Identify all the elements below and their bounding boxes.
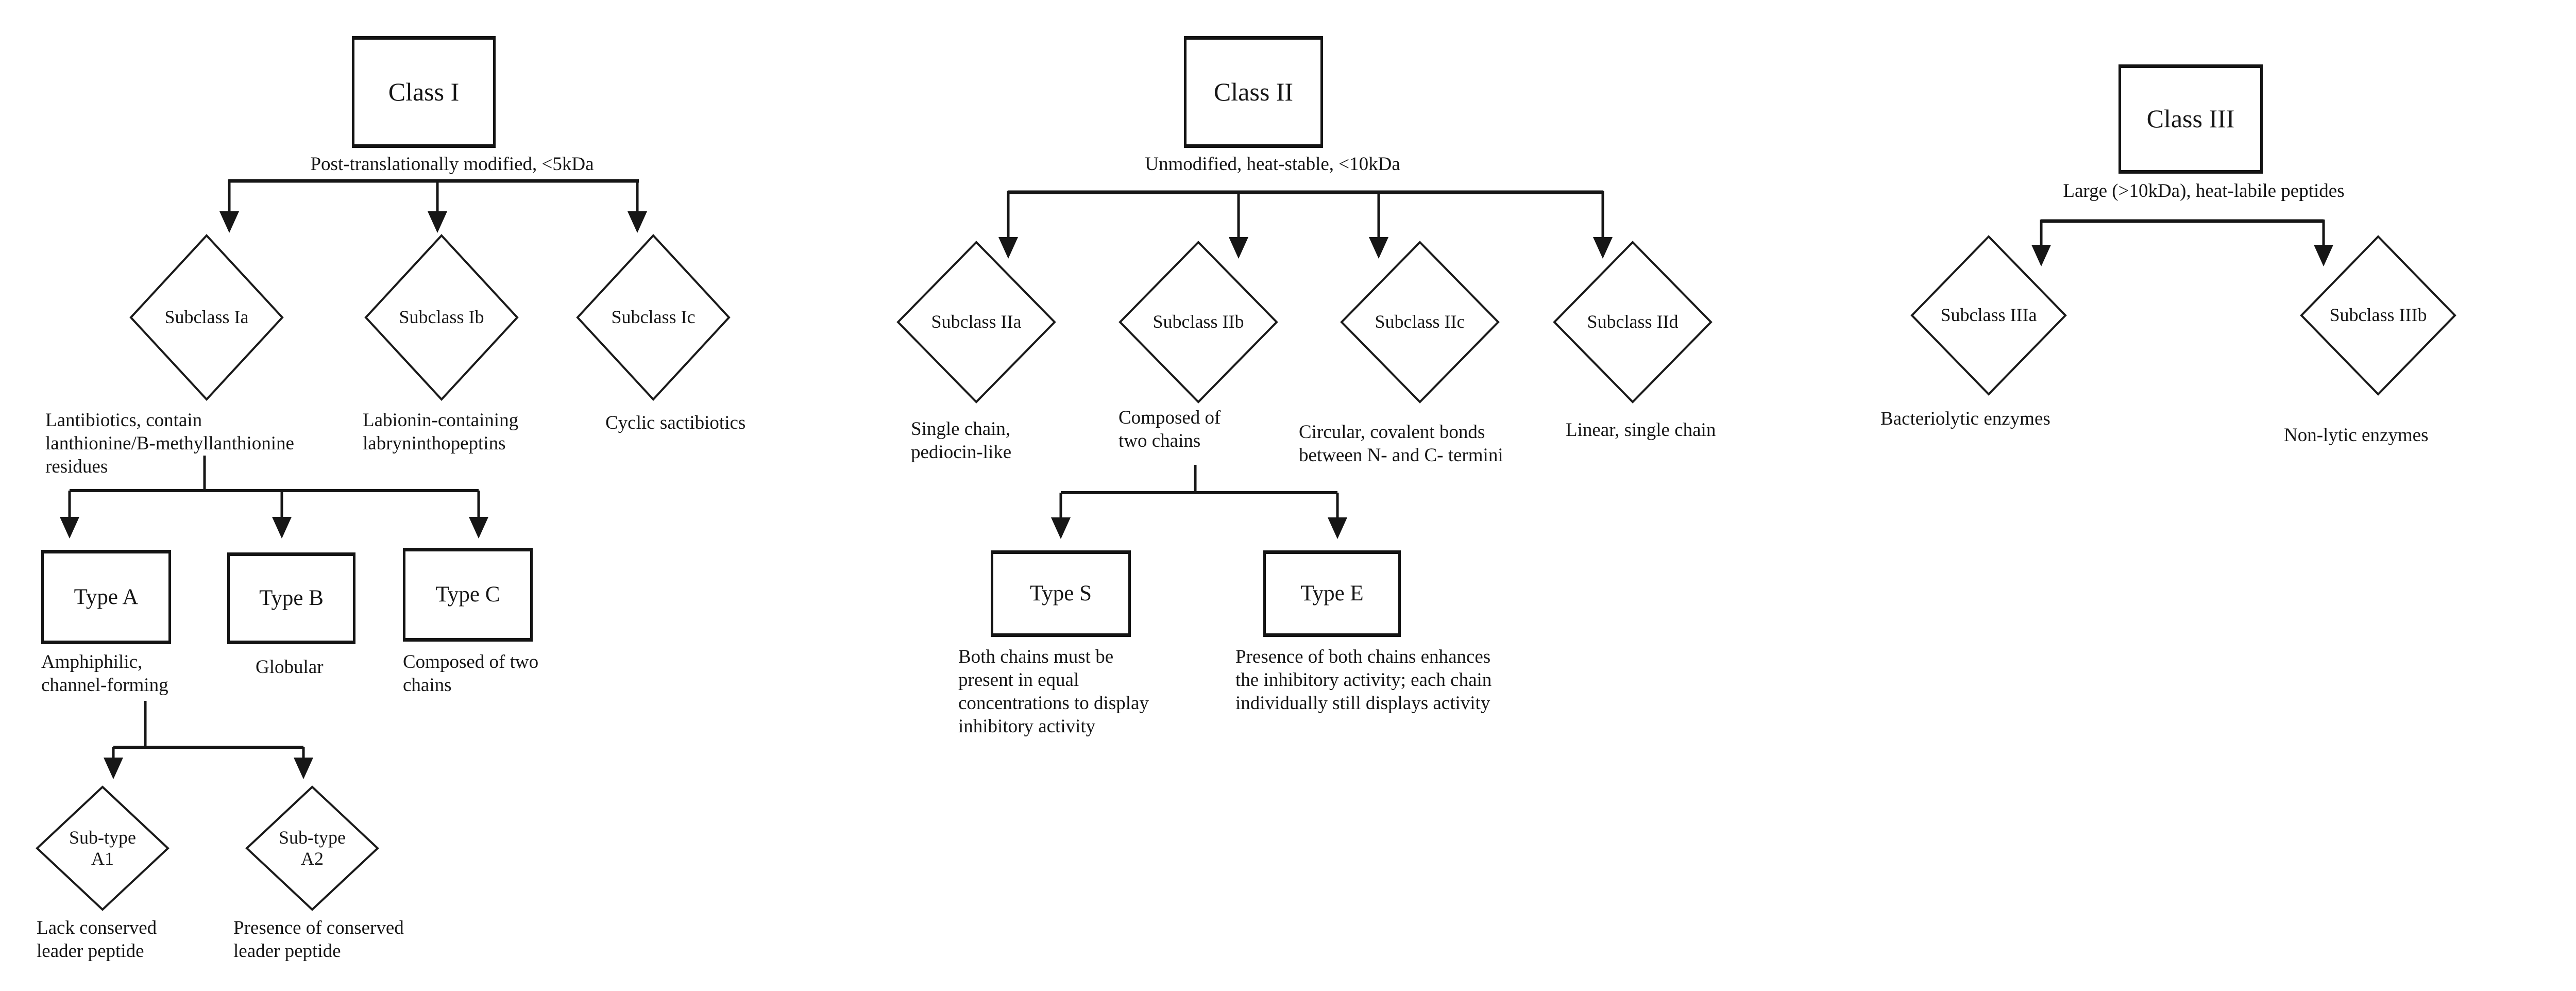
subtype-a1-caption: Lack conserved leader peptide xyxy=(37,917,157,962)
subclass-ib-caption: Labionin-containing labryninthopeptins xyxy=(363,410,519,455)
subclass-ic-label: Subclass Ic xyxy=(611,307,696,328)
class-iii-caption: Large (>10kDa), heat-labile peptides xyxy=(2063,180,2345,201)
subclass-iid-diamond: Subclass IId xyxy=(1553,241,1713,404)
type-c-label: Type C xyxy=(435,582,500,607)
subclass-iiib-label: Subclass IIIb xyxy=(2329,305,2427,326)
subclass-iia-diamond: Subclass IIa xyxy=(896,241,1056,404)
type-a-caption: Amphiphilic, channel-forming xyxy=(41,651,168,696)
subclass-ib-label: Subclass Ib xyxy=(399,307,484,328)
subclass-ia-diamond: Subclass Ia xyxy=(129,234,284,401)
class-i-caption: Post-translationally modified, <5kDa xyxy=(310,154,594,175)
subclass-iiia-caption: Bacteriolytic enzymes xyxy=(1880,408,2050,429)
subclass-ic-caption: Cyclic sactibiotics xyxy=(605,412,746,433)
subclass-ib-diamond: Subclass Ib xyxy=(364,234,519,401)
subclass-iic-caption: Circular, covalent bonds between N- and … xyxy=(1299,422,1503,466)
subclass-ia-caption: Lantibiotics, contain lanthionine/B-meth… xyxy=(45,410,294,478)
subclass-iic-diamond: Subclass IIc xyxy=(1340,241,1500,404)
subtype-a2-label: Sub-type A2 xyxy=(279,827,346,869)
subtype-a1-label: Sub-type A1 xyxy=(69,827,136,869)
type-s-box: Type S xyxy=(991,550,1131,637)
class-iii-box: Class III xyxy=(2119,64,2263,174)
subclass-iid-label: Subclass IId xyxy=(1587,311,1679,332)
subclass-ia-label: Subclass Ia xyxy=(164,307,249,328)
subclass-iiib-diamond: Subclass IIIb xyxy=(2300,235,2456,396)
type-s-label: Type S xyxy=(1029,581,1092,606)
class-i-box: Class I xyxy=(352,36,496,148)
class-ii-caption: Unmodified, heat-stable, <10kDa xyxy=(1145,154,1400,175)
subclass-iib-label: Subclass IIb xyxy=(1153,311,1244,332)
subclass-iic-label: Subclass IIc xyxy=(1375,311,1465,332)
subclass-iib-caption: Composed of two chains xyxy=(1118,407,1221,452)
type-e-label: Type E xyxy=(1300,581,1364,606)
subclass-ic-diamond: Subclass Ic xyxy=(576,234,731,401)
class-ii-label: Class II xyxy=(1213,77,1294,106)
subclass-iid-caption: Linear, single chain xyxy=(1566,419,1716,441)
type-s-caption: Both chains must be present in equal con… xyxy=(958,646,1149,737)
type-b-label: Type B xyxy=(259,586,324,611)
subclass-iia-caption: Single chain, pediocin-like xyxy=(911,418,1012,463)
class-i-label: Class I xyxy=(388,77,460,106)
subclass-iib-diamond: Subclass IIb xyxy=(1118,241,1278,404)
subclass-iiia-label: Subclass IIIa xyxy=(1940,305,2037,326)
type-e-caption: Presence of both chains enhances the inh… xyxy=(1235,646,1492,714)
subclass-iiib-caption: Non-lytic enzymes xyxy=(2284,425,2429,446)
type-b-caption: Globular xyxy=(256,657,324,678)
type-c-caption: Composed of two chains xyxy=(403,651,539,696)
subtype-a2-diamond: Sub-type A2 xyxy=(245,785,379,911)
class-iii-label: Class III xyxy=(2146,104,2235,133)
type-b-box: Type B xyxy=(227,552,355,644)
class-ii-box: Class II xyxy=(1184,36,1323,148)
subclass-iiia-diamond: Subclass IIIa xyxy=(1910,235,2067,396)
subtype-a1-diamond: Sub-type A1 xyxy=(36,785,170,911)
type-c-box: Type C xyxy=(403,548,533,642)
type-a-label: Type A xyxy=(74,584,139,609)
type-a-box: Type A xyxy=(41,550,171,644)
subtype-a2-caption: Presence of conserved leader peptide xyxy=(233,917,404,962)
type-e-box: Type E xyxy=(1263,550,1401,637)
subclass-iia-label: Subclass IIa xyxy=(931,311,1022,332)
